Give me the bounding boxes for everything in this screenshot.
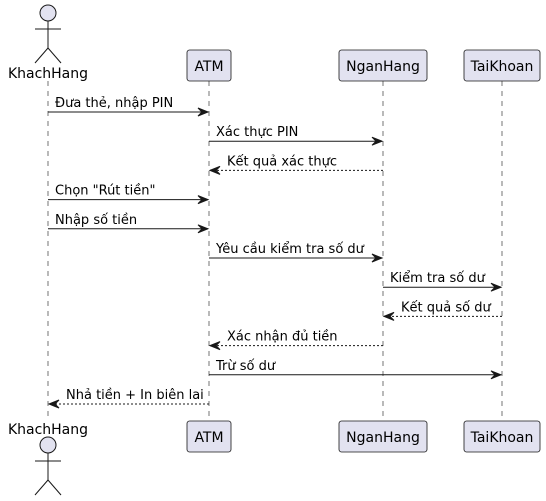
- arrowhead-icon: [47, 399, 60, 409]
- message: Trừ số dư: [209, 359, 503, 380]
- message: Kết quả số dư: [382, 300, 502, 321]
- participant-label-top: KhachHang: [8, 66, 88, 82]
- arrowhead-icon: [208, 165, 221, 175]
- message-label: Xác nhận đủ tiền: [227, 330, 338, 345]
- message: Yêu cầu kiểm tra số dư: [209, 242, 384, 263]
- message-label: Xác thực PIN: [216, 125, 298, 140]
- actor-bottom: [34, 436, 62, 496]
- participant-label: NganHang: [346, 430, 420, 446]
- message-label: Nhả tiền + In biên lai: [66, 388, 204, 403]
- participant-box-bottom: NganHang: [338, 420, 428, 453]
- message-label: Kiểm tra số dư: [390, 271, 486, 286]
- participant-label: ATM: [194, 430, 223, 446]
- message: Xác thực PIN: [209, 125, 384, 146]
- message: Kiểm tra số dư: [383, 271, 503, 292]
- message-label: Trừ số dư: [215, 359, 276, 374]
- arrowhead-icon: [382, 311, 395, 321]
- arrowhead-icon: [197, 224, 210, 234]
- participant-label: TaiKhoan: [470, 59, 534, 75]
- participant-label: TaiKhoan: [470, 430, 534, 446]
- participant-label: NganHang: [346, 59, 420, 75]
- participant-box-top: ATM: [186, 49, 232, 82]
- actor-icon: [39, 436, 57, 454]
- arrowhead-icon: [371, 253, 384, 263]
- actor-top: [34, 4, 62, 64]
- arrowhead-icon: [371, 136, 384, 146]
- message-label: Nhập số tiền: [55, 213, 137, 228]
- message: Kết quả xác thực: [208, 154, 383, 175]
- participant-box-top: TaiKhoan: [463, 49, 541, 82]
- message-label: Kết quả số dư: [401, 300, 491, 315]
- participant-box-bottom: ATM: [186, 420, 232, 453]
- message: Nhả tiền + In biên lai: [47, 388, 209, 409]
- participant-box-top: NganHang: [338, 49, 428, 82]
- message-label: Chọn "Rút tiền": [55, 184, 155, 199]
- arrowhead-icon: [490, 282, 503, 292]
- arrowhead-icon: [197, 195, 210, 205]
- message-label: Yêu cầu kiểm tra số dư: [215, 242, 365, 257]
- participant-label: ATM: [194, 59, 223, 75]
- participant-box-bottom: TaiKhoan: [463, 420, 541, 453]
- message: Nhập số tiền: [48, 213, 210, 234]
- participant-label-bottom: KhachHang: [8, 422, 88, 438]
- arrowhead-icon: [197, 107, 210, 117]
- arrowhead-icon: [490, 370, 503, 380]
- message-label: Đưa thẻ, nhập PIN: [55, 96, 173, 111]
- actor-icon: [39, 4, 57, 22]
- message: Xác nhận đủ tiền: [208, 330, 383, 351]
- arrowhead-icon: [208, 341, 221, 351]
- message: Đưa thẻ, nhập PIN: [48, 96, 210, 117]
- message: Chọn "Rút tiền": [48, 184, 210, 205]
- message-label: Kết quả xác thực: [227, 154, 337, 169]
